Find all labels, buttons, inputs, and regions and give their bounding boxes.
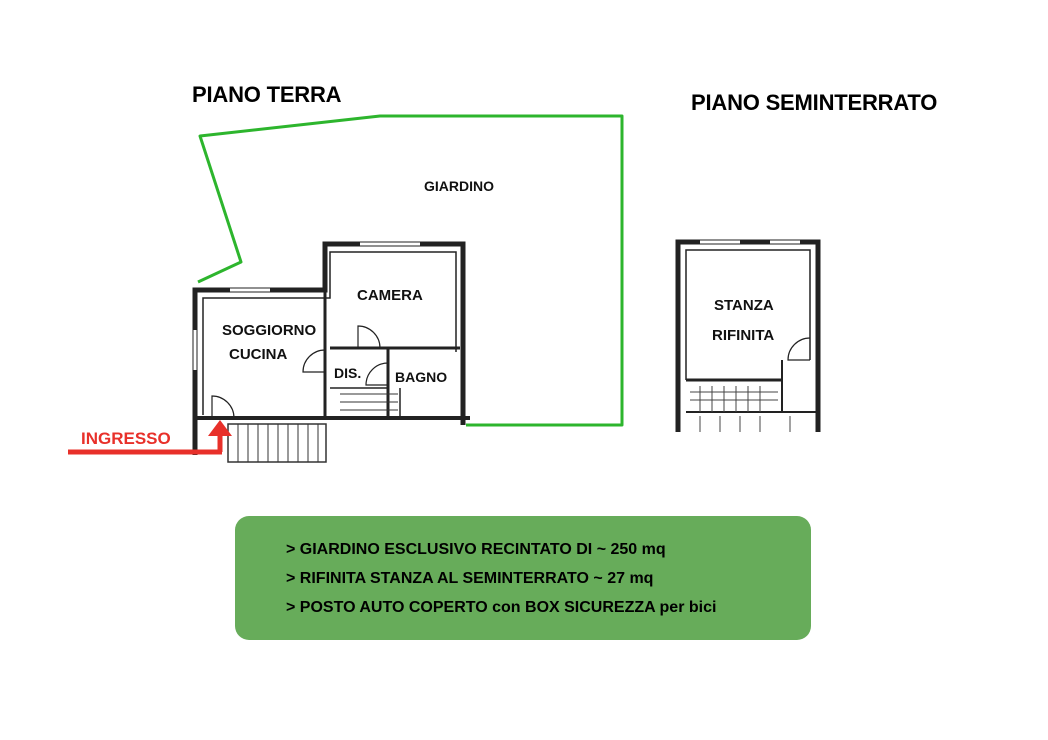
living-label-line2: CUCINA [229, 346, 287, 363]
basement-walls [675, 239, 821, 432]
garden-fence [197, 114, 624, 427]
bathroom-label: BAGNO [395, 369, 447, 385]
door-swings [211, 325, 389, 419]
basement-heading: PIANO SEMINTERRATO [691, 90, 938, 115]
ground-floor-walls [192, 241, 470, 455]
ground-floor-stairs [227, 393, 398, 463]
garden-label: GIARDINO [424, 178, 494, 194]
basement-room-label-line1: STANZA [714, 297, 774, 314]
living-label-line1: SOGGIORNO [222, 322, 317, 339]
basement-stairs [690, 386, 791, 432]
feature-parking: > POSTO AUTO COPERTO con BOX SICUREZZA p… [286, 599, 717, 616]
basement-room-label-line2: RIFINITA [712, 327, 774, 344]
floor-plan: GIARDINO CAMERA SOGGIORNO CUCINA DIS. BA… [68, 114, 821, 463]
entrance-arrow [68, 420, 232, 455]
feature-garden: > GIARDINO ESCLUSIVO RECINTATO DI ~ 250 … [286, 541, 666, 558]
features-box: > GIARDINO ESCLUSIVO RECINTATO DI ~ 250 … [235, 516, 811, 640]
entrance-label: INGRESSO [81, 429, 171, 448]
ground-floor-heading: PIANO TERRA [192, 82, 342, 107]
hallway-label: DIS. [334, 365, 361, 381]
bedroom-label: CAMERA [357, 287, 423, 304]
feature-basement-room: > RIFINITA STANZA AL SEMINTERRATO ~ 27 m… [286, 570, 654, 587]
